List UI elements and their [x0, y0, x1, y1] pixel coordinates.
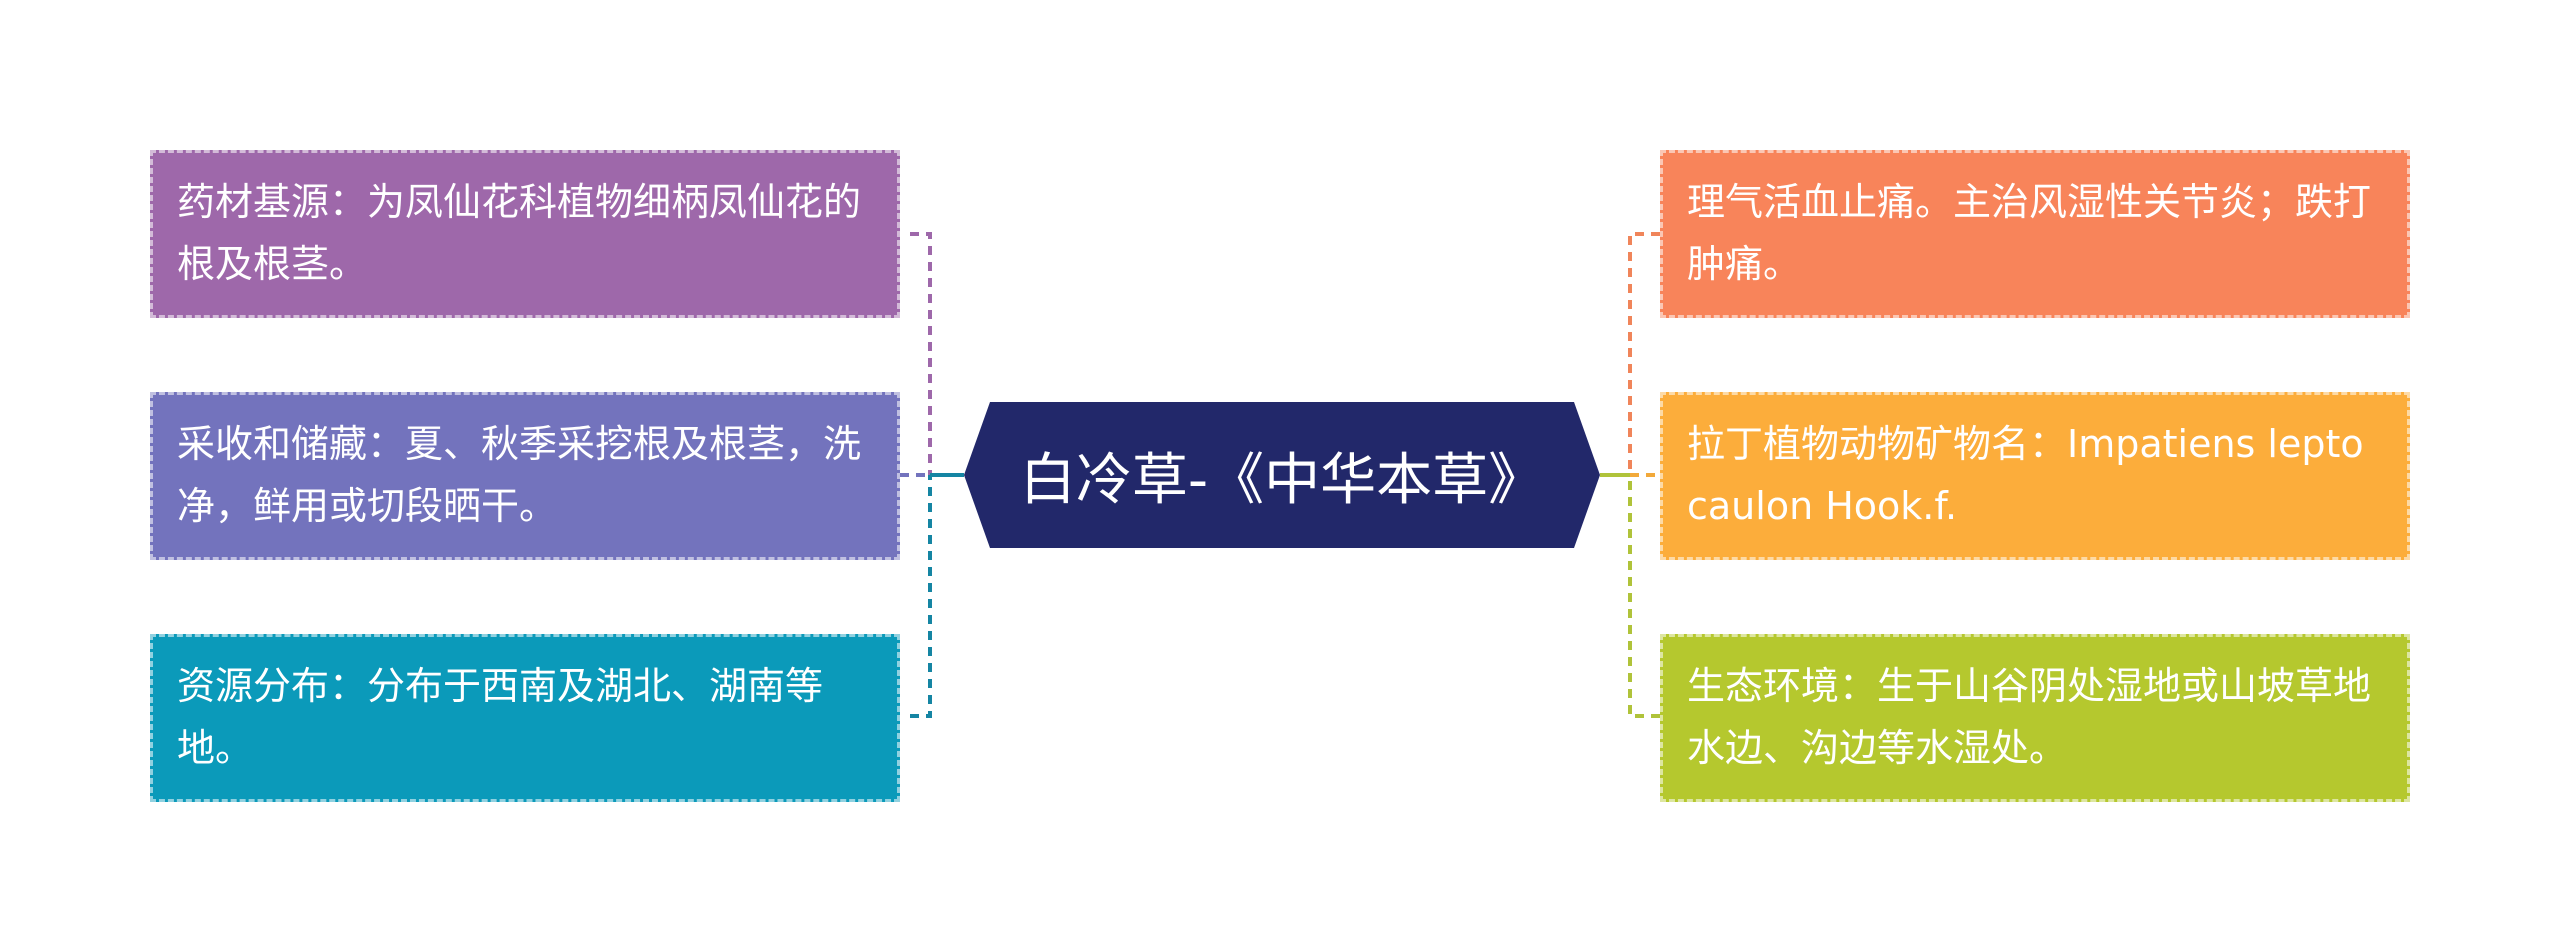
central-topic[interactable]: 白冷草-《中华本草》: [964, 402, 1600, 548]
topic-distribution[interactable]: 资源分布：分布于西南及湖北、湖南等地。: [150, 634, 900, 802]
connector-left-3: [910, 475, 932, 718]
topic-harvest-storage[interactable]: 采收和储藏：夏、秋季采挖根及根茎，洗净，鲜用或切段晒干。: [150, 392, 900, 560]
topic-latin-name[interactable]: 拉丁植物动物矿物名：Impatiens leptocaulon Hook.f.: [1660, 392, 2410, 560]
topic-label: 采收和储藏：夏、秋季采挖根及根茎，洗净，鲜用或切段晒干。: [177, 422, 862, 528]
connector-left-1: [910, 232, 964, 477]
connector-right-1: [1628, 232, 1660, 475]
topic-habitat[interactable]: 生态环境：生于山谷阴处湿地或山坡草地水边、沟边等水湿处。: [1660, 634, 2410, 802]
topic-label: 资源分布：分布于西南及湖北、湖南等地。: [177, 664, 824, 770]
topic-function-indication[interactable]: 理气活血止痛。主治风湿性关节炎；跌打肿痛。: [1660, 150, 2410, 318]
topic-medicinal-source[interactable]: 药材基源：为凤仙花科植物细柄凤仙花的根及根茎。: [150, 150, 900, 318]
central-topic-label: 白冷草-《中华本草》: [1019, 447, 1545, 513]
topic-label: 拉丁植物动物矿物名：Impatiens leptocaulon Hook.f.: [1687, 422, 2364, 528]
topic-label: 药材基源：为凤仙花科植物细柄凤仙花的根及根茎。: [177, 180, 862, 286]
connector-right-3: [1628, 475, 1660, 718]
topic-label: 理气活血止痛。主治风湿性关节炎；跌打肿痛。: [1687, 180, 2372, 286]
topic-label: 生态环境：生于山谷阴处湿地或山坡草地水边、沟边等水湿处。: [1687, 664, 2372, 770]
